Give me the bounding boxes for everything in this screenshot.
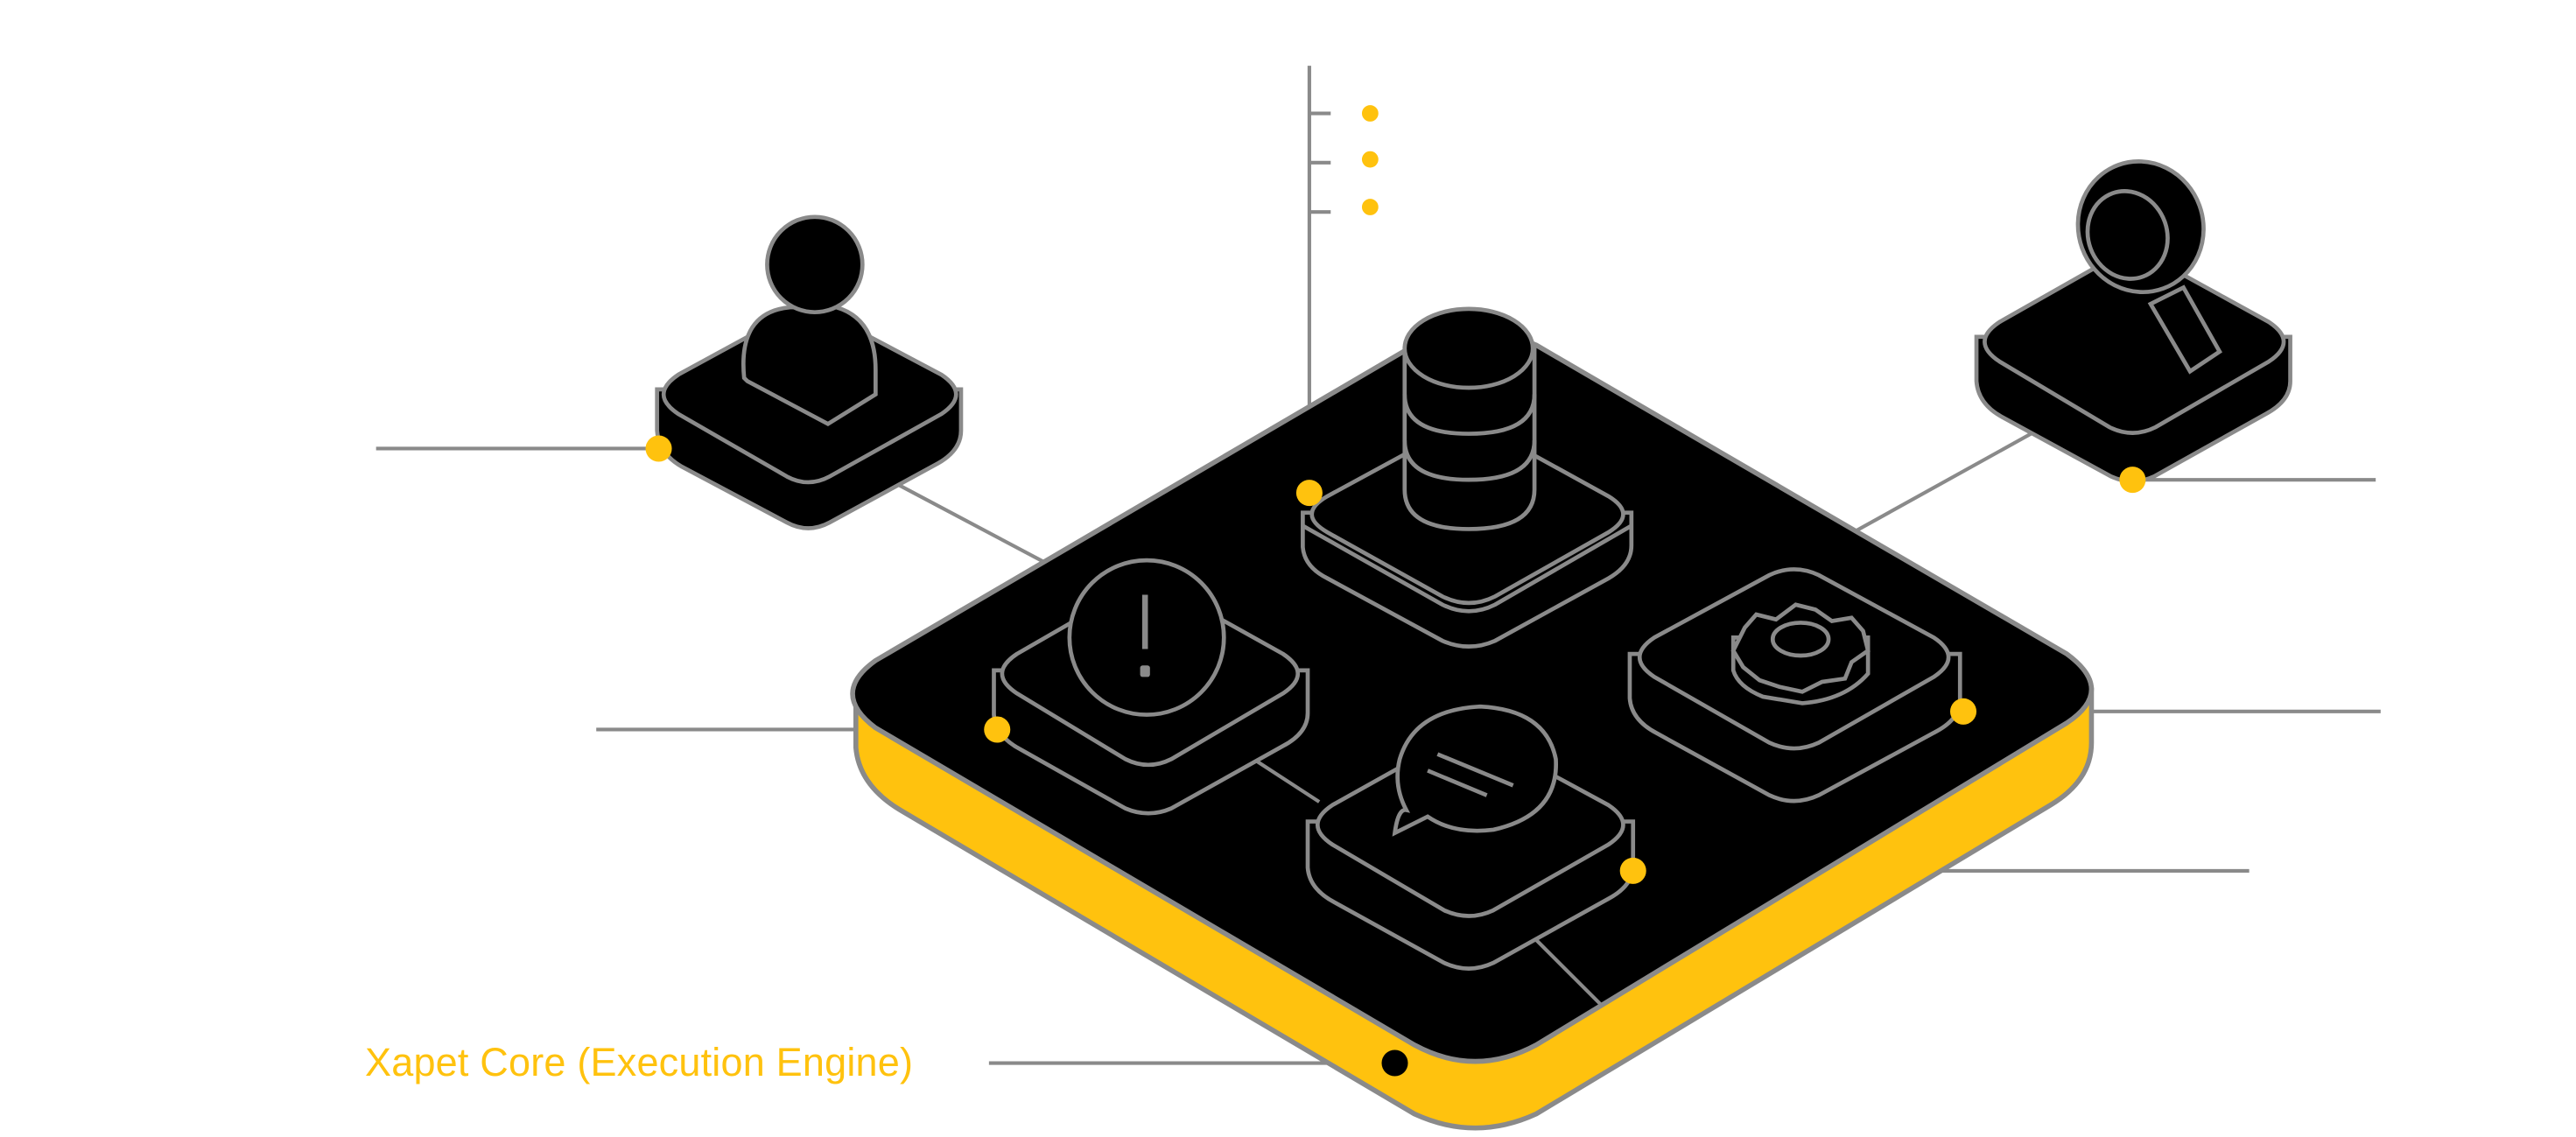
platform-divider <box>1531 935 1604 1007</box>
person-module <box>655 214 964 530</box>
alert-module <box>992 558 1310 816</box>
gear-module <box>1627 567 1962 804</box>
connector-dot <box>1949 698 1977 725</box>
magnifier-icon <box>2075 159 2222 375</box>
core-label: Xapet Core (Execution Engine) <box>365 1040 914 1084</box>
connector-dot <box>645 435 672 462</box>
connector-dot <box>1295 480 1323 507</box>
magnifier-module <box>1974 159 2292 484</box>
feed-dot <box>1361 199 1379 215</box>
platform-divider <box>1252 757 1321 804</box>
core-dot <box>1381 1049 1408 1077</box>
chat-icon <box>1392 704 1558 837</box>
gear-icon <box>1730 602 1871 705</box>
chat-module <box>1305 704 1636 971</box>
person-icon <box>741 214 878 427</box>
connector-dot <box>984 716 1011 743</box>
connector-dot <box>2119 467 2146 494</box>
connector-dot <box>1619 857 1646 884</box>
database-module <box>1301 306 1634 649</box>
database-icon <box>1402 306 1537 531</box>
feed-dot <box>1361 151 1379 168</box>
connector-dots <box>645 105 2146 1077</box>
feed-dot <box>1361 105 1379 122</box>
alert-icon <box>1067 558 1226 717</box>
